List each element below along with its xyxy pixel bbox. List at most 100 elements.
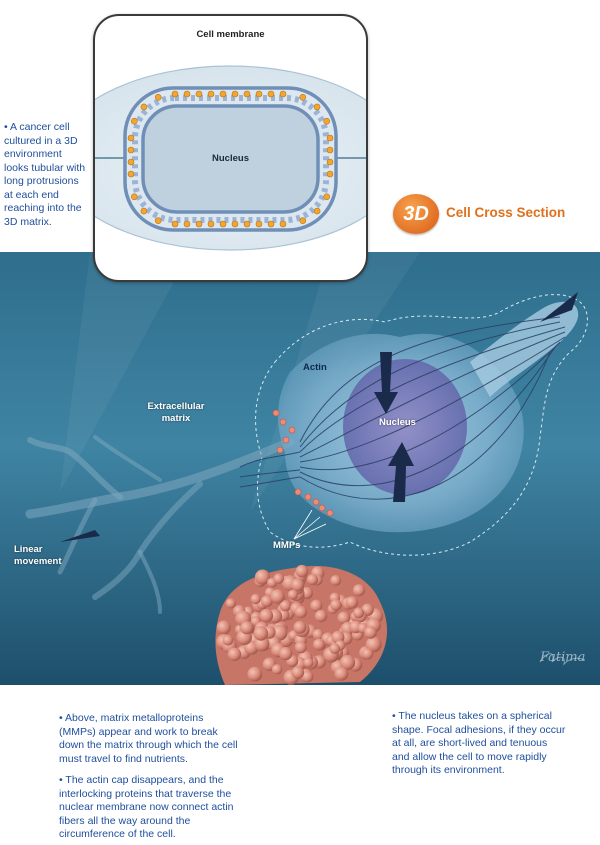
membrane-protein-marker xyxy=(219,90,227,98)
arrow-left-icon xyxy=(60,530,100,542)
membrane-protein-marker xyxy=(323,193,330,201)
membrane-protein-marker xyxy=(323,117,330,125)
membrane-protein-marker xyxy=(140,103,148,111)
protein-bead xyxy=(225,598,236,609)
protein-bead xyxy=(294,641,307,654)
membrane-protein-marker xyxy=(267,90,275,98)
membrane-protein-marker xyxy=(326,146,334,154)
actin-fibers xyxy=(239,316,566,500)
label-nucleus: Nucleus xyxy=(379,417,416,428)
membrane-protein-marker xyxy=(195,90,203,98)
protein-bead xyxy=(240,621,254,635)
label-linear-movement: Linear movement xyxy=(14,544,62,567)
protein-bead xyxy=(271,664,283,675)
protein-bead xyxy=(303,657,314,668)
signature-mark xyxy=(539,653,586,666)
protein-bead xyxy=(314,609,328,623)
membrane-protein-marker xyxy=(326,170,334,178)
membrane-protein-marker xyxy=(154,94,162,101)
protein-bead xyxy=(291,666,305,679)
cell-illustration xyxy=(0,252,600,685)
membrane-protein-marker xyxy=(279,220,287,228)
heading-badge: 3D xyxy=(393,194,439,234)
membrane-protein-marker xyxy=(326,134,334,142)
membrane-protein-marker xyxy=(231,90,239,98)
membrane-protein-marker xyxy=(243,220,251,228)
arrows xyxy=(60,292,578,542)
protein-bead xyxy=(227,647,242,661)
membrane-protein-marker xyxy=(127,158,135,166)
membrane-protein-marker xyxy=(130,117,138,125)
protein-bead xyxy=(279,600,291,612)
membrane-protein-marker xyxy=(255,220,263,228)
protein-bead xyxy=(352,584,366,597)
protein-bead xyxy=(330,599,342,611)
membrane-protein-marker xyxy=(127,146,135,154)
protein-bead xyxy=(312,628,324,641)
inset-nucleus-label: Nucleus xyxy=(212,153,249,164)
membrane-protein-marker xyxy=(243,90,251,98)
protein-bead xyxy=(294,605,308,619)
protein-bead xyxy=(253,626,269,641)
protein-bead xyxy=(254,569,271,585)
label-mmps: MMPs xyxy=(273,540,301,551)
protein-bead xyxy=(345,596,358,609)
membrane-protein-marker xyxy=(313,207,321,215)
protein-bead xyxy=(364,626,377,639)
membrane-protein-marker xyxy=(255,90,263,98)
membrane-protein-marker xyxy=(299,217,307,224)
membrane-protein-marker xyxy=(183,220,191,228)
membrane-protein-marker xyxy=(231,220,239,228)
membrane-protein-marker xyxy=(195,220,203,228)
protein-bead xyxy=(273,573,285,584)
protein-bead xyxy=(306,574,319,586)
cell-protrusion xyxy=(25,435,295,614)
membrane-protein-marker xyxy=(130,193,138,201)
inset-card: Cell membrane Nucleus xyxy=(93,14,368,282)
mmp-dots xyxy=(272,409,334,517)
membrane-diagram xyxy=(95,65,366,251)
membrane-protein-marker xyxy=(154,217,162,224)
label-actin: Actin xyxy=(303,362,327,373)
inset-title: Cell membrane xyxy=(196,29,265,40)
protein-bead xyxy=(250,593,261,605)
membrane-protein-marker xyxy=(171,220,179,228)
protein-bead xyxy=(287,589,298,600)
membrane-protein-marker xyxy=(140,207,148,215)
protein-bead xyxy=(295,564,309,578)
protein-bead xyxy=(361,648,374,660)
caption-actin-cap: • The actin cap disappears, and the inte… xyxy=(59,774,234,840)
protein-bead xyxy=(330,575,342,586)
arrow-up-icon xyxy=(388,442,414,502)
membrane-protein-marker xyxy=(207,220,215,228)
protein-bead xyxy=(310,599,323,612)
protein-bead xyxy=(365,636,382,653)
protein-bead xyxy=(279,647,293,661)
protein-bead xyxy=(334,666,349,681)
membrane-protein-marker xyxy=(279,90,287,98)
membrane-protein-marker xyxy=(171,90,179,98)
cell-outline xyxy=(255,294,588,556)
membrane-inner-ring xyxy=(141,104,320,214)
heading-title: Cell Cross Section xyxy=(446,205,566,220)
protein-bead xyxy=(313,638,325,651)
membrane-protein-marker xyxy=(299,94,307,101)
protein-bead xyxy=(353,607,364,619)
protein-bead xyxy=(329,643,341,654)
signature: Fatima xyxy=(540,650,586,665)
intro-text: • A cancer cell cultured in a 3D environ… xyxy=(4,121,86,228)
protein-bead xyxy=(247,666,263,682)
membrane-protein-marker xyxy=(127,134,135,142)
membrane-protein-marker xyxy=(207,90,215,98)
caption-mmps: • Above, matrix metalloproteins (MMPs) a… xyxy=(59,712,238,765)
badge-text: 3D xyxy=(403,203,429,225)
membrane-protein-marker xyxy=(219,220,227,228)
caption-nucleus: • The nucleus takes on a spherical shape… xyxy=(392,710,566,776)
protein-bead xyxy=(290,578,305,592)
protein-bead xyxy=(270,589,285,604)
protein-bead xyxy=(259,608,274,623)
membrane-protein-marker xyxy=(313,103,321,111)
protein-bead xyxy=(293,620,307,634)
protein-bead xyxy=(337,611,351,625)
protein-bead xyxy=(222,635,234,646)
